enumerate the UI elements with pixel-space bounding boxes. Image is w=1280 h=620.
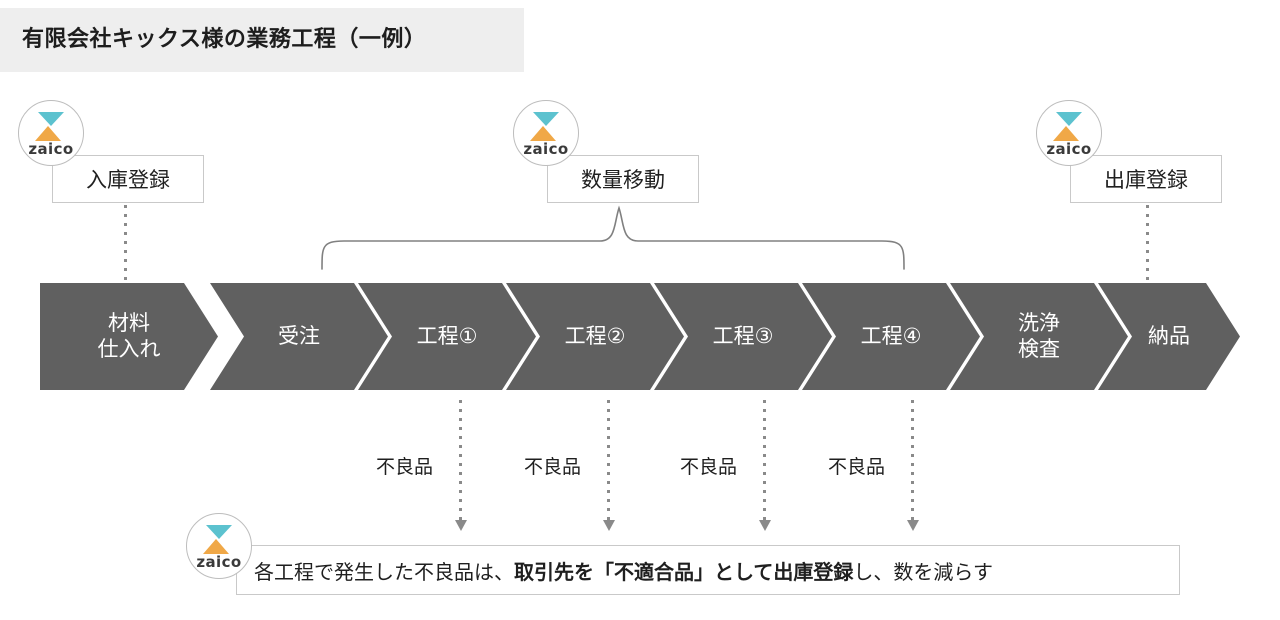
defect-label-2: 不良品: [524, 457, 582, 478]
connector-defect-4: [911, 400, 914, 522]
flow-step-label-line: 仕入れ: [97, 337, 161, 361]
zaico-logo-top-triangle: [206, 525, 232, 539]
flow-step-cleaning-inspection[interactable]: 洗浄 検査: [950, 283, 1128, 390]
defect-label-3: 不良品: [680, 457, 738, 478]
zaico-wordmark: zaico: [196, 553, 242, 571]
flow-step-label-line: 工程①: [416, 324, 478, 348]
connector-defect-3: [763, 400, 766, 522]
zaico-wordmark: zaico: [523, 140, 569, 158]
zaico-logo-icon: [529, 112, 563, 142]
note-box-defect-handling: 各工程で発生した不良品は、取引先を「不適合品」として出庫登録し、数を減らす: [236, 545, 1180, 595]
flow-step-label-line: 納品: [1148, 324, 1190, 348]
title-band: [0, 8, 524, 72]
flow-step-label-line: 材料: [108, 311, 150, 335]
zaico-logo-icon: [1052, 112, 1086, 142]
callout-box-quantity-transfer: 数量移動: [547, 155, 699, 203]
zaico-logo-bottom-triangle: [1053, 126, 1079, 141]
callout-label-inbound-registration: 入庫登録: [86, 169, 170, 192]
process-flow-band: 材料 仕入れ 受注 工程① 工程② 工程③ 工程④ 洗浄 検査 納品: [40, 283, 1240, 390]
zaico-badge-outbound: zaico: [1036, 100, 1102, 166]
page-title: 有限会社キックス様の業務工程（一例）: [22, 26, 427, 51]
flow-step-label-line: 洗浄: [1018, 311, 1060, 335]
connector-outbound-to-delivery: [1146, 205, 1149, 283]
zaico-logo-top-triangle: [1056, 112, 1082, 126]
zaico-wordmark: zaico: [28, 140, 74, 158]
note-lead: 各工程で発生した不良品は、: [254, 561, 514, 584]
zaico-logo-bottom-triangle: [203, 539, 229, 554]
zaico-logo-bottom-triangle: [530, 126, 556, 141]
zaico-logo-icon: [34, 112, 68, 142]
flow-step-order-receipt[interactable]: 受注: [210, 283, 388, 390]
zaico-logo-top-triangle: [38, 112, 64, 126]
flow-step-label-line: 工程③: [712, 324, 774, 348]
brace-quantity-transfer-span: [321, 205, 905, 270]
zaico-badge-note: zaico: [186, 513, 252, 579]
note-tail: し、数を減らす: [853, 561, 994, 584]
connector-inbound-to-material-purchase: [124, 205, 127, 283]
zaico-badge-inbound: zaico: [18, 100, 84, 166]
callout-box-inbound-registration: 入庫登録: [52, 155, 204, 203]
zaico-logo-icon: [202, 525, 236, 555]
flow-step-label-line: 検査: [1018, 337, 1060, 361]
zaico-logo-bottom-triangle: [35, 126, 61, 141]
defect-label-4: 不良品: [828, 457, 886, 478]
flow-step-process-2[interactable]: 工程②: [506, 283, 684, 390]
callout-box-outbound-registration: 出庫登録: [1070, 155, 1222, 203]
callout-label-outbound-registration: 出庫登録: [1104, 169, 1188, 192]
defect-label-1: 不良品: [376, 457, 434, 478]
flow-step-label-line: 工程④: [860, 324, 922, 348]
flow-step-label-line: 受注: [278, 324, 320, 348]
callout-label-quantity-transfer: 数量移動: [581, 169, 665, 192]
flow-step-material-purchase[interactable]: 材料 仕入れ: [40, 283, 218, 390]
zaico-wordmark: zaico: [1046, 140, 1092, 158]
zaico-logo-top-triangle: [533, 112, 559, 126]
zaico-badge-quantity-transfer: zaico: [513, 100, 579, 166]
connector-defect-1: [459, 400, 462, 522]
note-text: 各工程で発生した不良品は、取引先を「不適合品」として出庫登録し、数を減らす: [237, 556, 993, 585]
connector-defect-2: [607, 400, 610, 522]
flow-step-label-line: 工程②: [564, 324, 626, 348]
note-emphasis: 取引先を「不適合品」として出庫登録: [514, 561, 854, 584]
